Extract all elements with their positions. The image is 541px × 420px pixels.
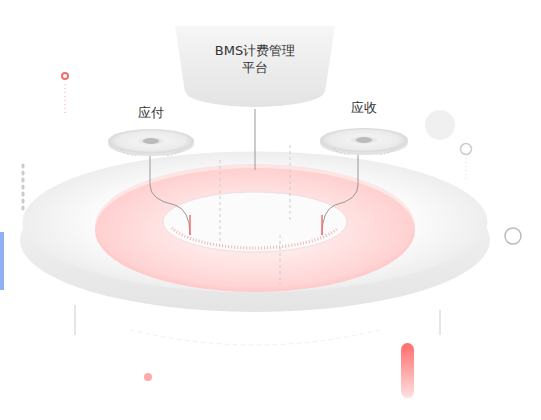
leader-line <box>322 152 358 235</box>
node-label: 应收 <box>318 99 410 116</box>
leader-line <box>150 152 190 235</box>
guide-line <box>220 160 221 245</box>
leader-line <box>189 215 191 235</box>
ring-hole <box>163 192 347 252</box>
deco-line <box>75 305 76 335</box>
deco-circle <box>62 73 68 79</box>
leader-line <box>321 215 323 235</box>
deco-dots <box>22 165 25 210</box>
pink-ring <box>95 164 415 288</box>
deco-line <box>440 310 441 335</box>
disc-top <box>23 152 487 292</box>
deco-pill <box>401 343 414 398</box>
platform-cylinder: BMS计费管理 平台 <box>175 26 335 110</box>
guide-line <box>280 235 281 285</box>
node-label: 应付 <box>106 104 196 121</box>
ledger-disc: 应收 <box>318 99 410 155</box>
deco-dots <box>65 84 66 115</box>
leader-line <box>255 108 256 170</box>
deco-circle <box>425 110 455 140</box>
node-title: BMS计费管理 平台 <box>175 42 335 76</box>
ring-ticks <box>172 228 338 248</box>
deco-circle <box>505 228 521 244</box>
deco-line <box>130 330 380 345</box>
deco-dots <box>466 158 467 180</box>
deco-circle <box>144 373 152 381</box>
edge-accent <box>0 232 4 290</box>
deco-line <box>254 362 256 420</box>
ledger-disc: 应付 <box>106 104 196 156</box>
deco-line <box>204 338 206 420</box>
guide-line <box>290 145 291 220</box>
deco-line <box>307 338 309 420</box>
deco-circle <box>461 144 472 155</box>
